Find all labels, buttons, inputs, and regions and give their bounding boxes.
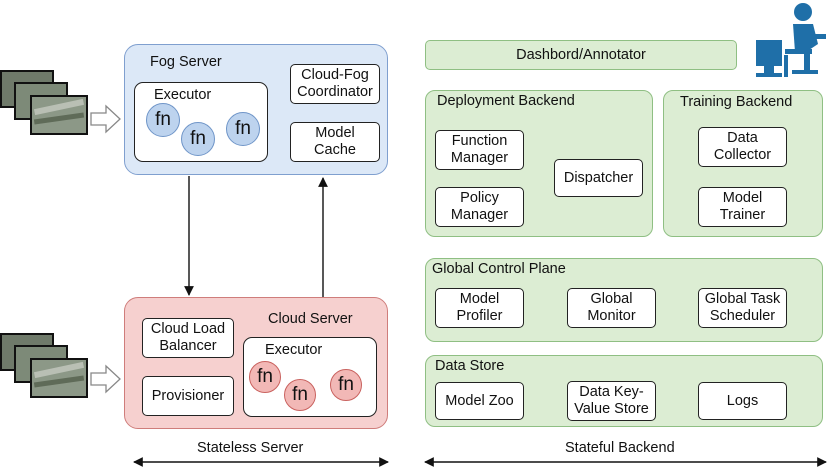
global-control-plane-title: Global Control Plane	[432, 261, 566, 277]
dashboard-box: Dashbord/Annotator	[425, 40, 737, 70]
training-backend-title: Training Backend	[680, 94, 793, 110]
logs-box: Logs	[698, 382, 787, 420]
global-monitor-box: Global Monitor	[567, 288, 656, 328]
cloud-load-balancer-box: Cloud Load Balancer	[142, 318, 234, 358]
fog-server-title: Fog Server	[150, 54, 222, 70]
dispatcher-box: Dispatcher	[554, 159, 643, 197]
cloud-executor-label: Executor	[265, 342, 323, 358]
data-store-title: Data Store	[435, 358, 505, 374]
stateless-server-label: Stateless Server	[197, 440, 304, 456]
cloud-server-title: Cloud Server	[268, 311, 353, 327]
function-manager-box: Function Manager	[435, 130, 524, 170]
fog-fn-3: fn	[226, 112, 260, 146]
cloud-fn-3: fn	[330, 369, 362, 401]
input-arrow-cloud	[90, 364, 121, 394]
provisioner-box: Provisioner	[142, 376, 234, 416]
model-trainer-box: Model Trainer	[698, 187, 787, 227]
deployment-backend-title: Deployment Backend	[437, 93, 575, 109]
cloud-fn-1: fn	[249, 361, 281, 393]
model-cache-box: Model Cache	[290, 122, 380, 162]
data-key-value-store-box: Data Key-Value Store	[567, 381, 656, 421]
cloud-fn-2: fn	[284, 379, 316, 411]
input-arrow-fog	[90, 104, 121, 134]
policy-manager-box: Policy Manager	[435, 187, 524, 227]
cloud-fog-coordinator-box: Cloud-Fog Coordinator	[290, 64, 380, 104]
fog-fn-2: fn	[181, 122, 215, 156]
model-profiler-box: Model Profiler	[435, 288, 524, 328]
fog-fn-1: fn	[146, 103, 180, 137]
model-zoo-box: Model Zoo	[435, 382, 524, 420]
global-task-scheduler-box: Global Task Scheduler	[698, 288, 787, 328]
fog-executor-label: Executor	[154, 87, 212, 103]
data-collector-box: Data Collector	[698, 127, 787, 167]
stateful-backend-label: Stateful Backend	[565, 440, 675, 456]
